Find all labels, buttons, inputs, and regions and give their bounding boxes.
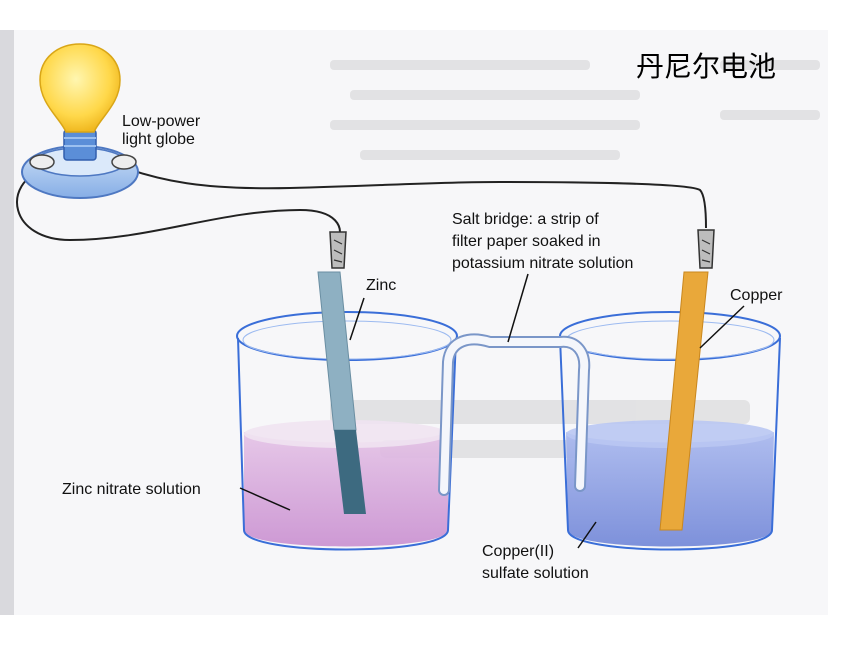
salt-bridge-label-line3: potassium nitrate solution [452,255,633,272]
zinc-solution-label: Zinc nitrate solution [62,481,201,498]
light-globe-label-line2: light globe [122,131,195,148]
zinc-electrode [317,271,366,514]
left-page-edge [0,30,14,615]
salt-bridge-label-line1: Salt bridge: a strip of [452,211,599,228]
terminal-right [111,154,137,170]
zinc-pointer-line [349,297,365,341]
zinc-beaker-outline [237,337,457,551]
copper-label: Copper [730,287,783,304]
salt-bridge-label-line2: filter paper soaked in [452,233,601,250]
zinc-label: Zinc [366,277,396,294]
copper-beaker-outline [559,337,781,551]
light-globe-label-line1: Low-power [122,113,201,130]
copper-strip [659,271,709,531]
copper-clip [697,229,715,269]
zinc-clip [329,231,347,269]
copper-solution-pointer-line [577,521,597,549]
copper-solution-label-line1: Copper(II) [482,543,554,560]
copper-solution-label-line2: sulfate solution [482,565,589,582]
salt-bridge-pointer-line [507,273,529,343]
connecting-wire [16,167,707,242]
light-globe [21,43,139,199]
zinc-solution-pointer-line [239,487,291,511]
light-bulb-icon [39,43,121,133]
terminal-left [29,154,55,170]
zinc-strip-submerged [334,430,366,514]
copper-electrode [659,271,709,531]
copper-pointer-line [699,305,745,349]
page-title: 丹尼尔电池 [636,50,776,83]
